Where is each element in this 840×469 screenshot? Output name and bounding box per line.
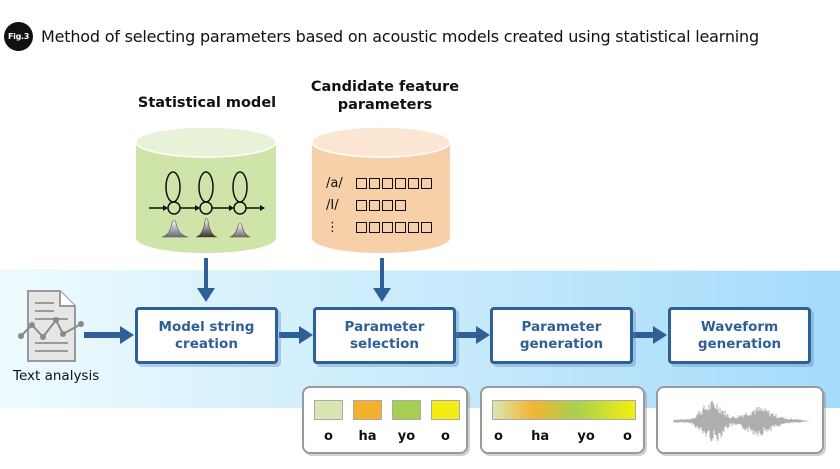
candidate-parameters-database-icon [311,126,451,253]
parameter-box [356,177,367,189]
parameter-box [369,177,380,189]
right-arrow [456,326,490,344]
candidate-row: /a/ [326,172,434,194]
figure-badge: Fig.3 [4,21,33,51]
candidate-row: ⋮ [326,216,434,238]
step-label-line1: Waveform [700,318,779,335]
parameter-box [356,199,367,211]
color-swatch-row [314,400,460,420]
candidate-parameter-rows: /a/ /I/ ⋮ [326,172,434,238]
parameter-box [408,221,419,233]
color-swatch [353,400,382,420]
selection-callout: o ha yo o [302,386,468,454]
phoneme-label: /I/ [326,197,339,213]
step-label-line1: Model string [158,318,255,335]
color-swatch [431,400,460,420]
syllable-label: o [494,429,503,444]
parameter-box [369,199,380,211]
syllable-label: o [441,429,450,444]
parameter-box [395,221,406,233]
statistical-model-database-icon [135,126,277,253]
syllable-label: o [324,429,333,444]
text-analysis-label: Text analysis [13,368,100,384]
parameter-box [421,177,432,189]
waveform-callout [656,386,824,454]
step-label-line2: generation [697,335,782,352]
parameter-box [421,221,432,233]
candidate-parameters-label-line1: Candidate feature [310,79,460,95]
waveform-icon [673,400,810,442]
parameter-box [356,221,367,233]
syllable-row: o ha yo o [314,429,460,444]
color-swatch [314,400,343,420]
right-arrow [279,326,313,344]
color-swatch [392,400,421,420]
figure-title-row: Fig.3 Method of selecting parameters bas… [4,21,759,51]
statistical-model-label-text: Statistical model [137,95,277,111]
gaussian-icon [229,223,251,238]
syllable-label: yo [577,429,595,444]
phoneme-label: /a/ [326,175,343,191]
down-arrow-model [197,258,215,302]
gaussian-icon [161,219,189,238]
parameter-box [382,199,393,211]
phoneme-label: ⋮ [326,219,339,235]
figure-title: Method of selecting parameters based on … [41,26,759,46]
parameter-box [382,177,393,189]
text-document-icon [18,290,84,362]
parameter-box [395,199,406,211]
down-arrow-candidates [373,258,391,302]
step-label-line2: selection [350,335,419,352]
syllable-label: ha [358,429,377,444]
right-arrow [84,326,134,344]
parameter-box [395,177,406,189]
hmm-diagram-icon [149,171,265,215]
parameter-box [382,221,393,233]
cylinder-top [136,127,276,157]
parameter-gradient-bar [492,400,636,420]
step-label-line2: creation [175,335,238,352]
step-label-line2: generation [519,335,604,352]
candidate-row: /I/ [326,194,434,216]
syllable-label: ha [531,429,550,444]
syllable-label: yo [397,429,416,444]
statistical-model-label: Statistical model [132,94,282,112]
right-arrow [633,326,667,344]
syllable-row: o ha yo o [488,429,638,444]
generation-callout: o ha yo o [480,386,645,454]
candidate-parameters-label: Candidate feature parameters [300,78,470,114]
step-label-line1: Parameter [521,318,602,335]
parameter-box [408,177,419,189]
band-top-line [0,270,840,271]
candidate-parameters-label-line2: parameters [337,97,433,113]
gaussian-icon [195,218,218,238]
parameter-box [369,221,380,233]
syllable-label: o [623,429,632,444]
step-label-line1: Parameter [344,318,425,335]
